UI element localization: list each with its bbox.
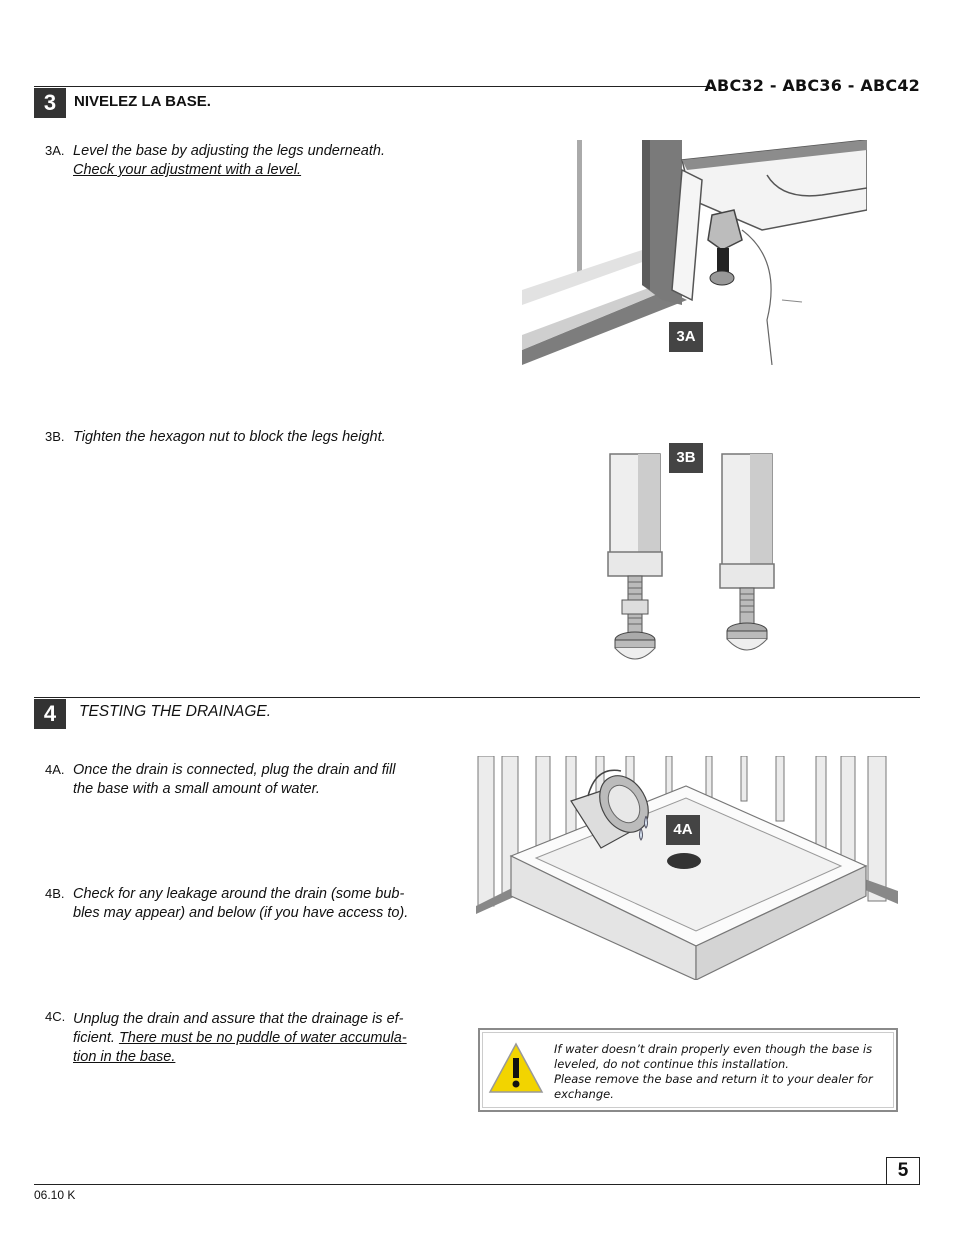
step-4b-text: Check for any leakage around the drain (…	[73, 885, 473, 923]
step-4c-label: 4C.	[45, 1009, 66, 1024]
warning-line1: If water doesn’t drain properly even tho…	[554, 1042, 873, 1056]
figure-3a-leg-adjustment	[522, 140, 867, 365]
step-4c-line1: Unplug the drain and assure that the dra…	[73, 1011, 404, 1027]
figure-3b-legs	[607, 453, 775, 660]
step-3-title: NIVELEZ LA BASE.	[74, 93, 211, 110]
step-3a-text: Level the base by adjusting the legs und…	[73, 142, 473, 180]
step-4c-text: Unplug the drain and assure that the dra…	[73, 1010, 473, 1067]
page-number: 5	[886, 1157, 920, 1185]
step-3b-label: 3B.	[45, 429, 65, 444]
step-3a-line1: Level the base by adjusting the legs und…	[73, 143, 385, 159]
figure-4a-shower-base	[476, 756, 898, 980]
step-4a-text: Once the drain is connected, plug the dr…	[73, 761, 473, 799]
header-rule	[34, 86, 710, 87]
step-3b-text: Tighten the hexagon nut to block the leg…	[73, 429, 386, 445]
step-4-number: 4	[34, 699, 66, 729]
step-4b-label: 4B.	[45, 886, 65, 901]
step-4c-line2-underlined: There must be no puddle of water accumul…	[118, 1030, 407, 1046]
warning-text: If water doesn’t drain properly even tho…	[554, 1042, 886, 1102]
step-4c-line2-plain: ficient.	[73, 1030, 119, 1046]
warning-box: If water doesn’t drain properly even tho…	[478, 1028, 898, 1112]
warning-line4: exchange.	[554, 1087, 614, 1101]
step-3-number: 3	[34, 88, 66, 118]
figure-4a-tag: 4A	[666, 815, 700, 845]
step-4a-line1: Once the drain is connected, plug the dr…	[73, 762, 396, 778]
leg-right	[719, 453, 775, 651]
footer-rule	[34, 1184, 920, 1185]
step-4-rule	[34, 697, 920, 698]
bucket-icon	[570, 769, 649, 849]
warning-line2: leveled, do not continue this installati…	[554, 1057, 789, 1071]
step-4-title: TESTING THE DRAINAGE.	[79, 703, 272, 720]
step-4a-line2: the base with a small amount of water.	[73, 781, 320, 797]
figure-3a-tag: 3A	[669, 322, 703, 352]
warning-line3: Please remove the base and return it to …	[554, 1072, 873, 1086]
step-4b-line2: bles may appear) and below (if you have …	[73, 905, 409, 921]
model-numbers: ABC32 - ABC36 - ABC42	[704, 76, 920, 95]
step-4b-line1: Check for any leakage around the drain (…	[73, 886, 405, 902]
revision-code: 06.10 K	[34, 1188, 76, 1202]
step-3a-line2: Check your adjustment with a level.	[73, 162, 302, 178]
figure-3b-tag: 3B	[669, 443, 703, 473]
step-3a-label: 3A.	[45, 143, 65, 158]
warning-triangle-icon	[488, 1042, 544, 1093]
leg-left	[607, 453, 663, 660]
step-4a-label: 4A.	[45, 762, 65, 777]
step-4c-line3: tion in the base.	[73, 1049, 176, 1065]
